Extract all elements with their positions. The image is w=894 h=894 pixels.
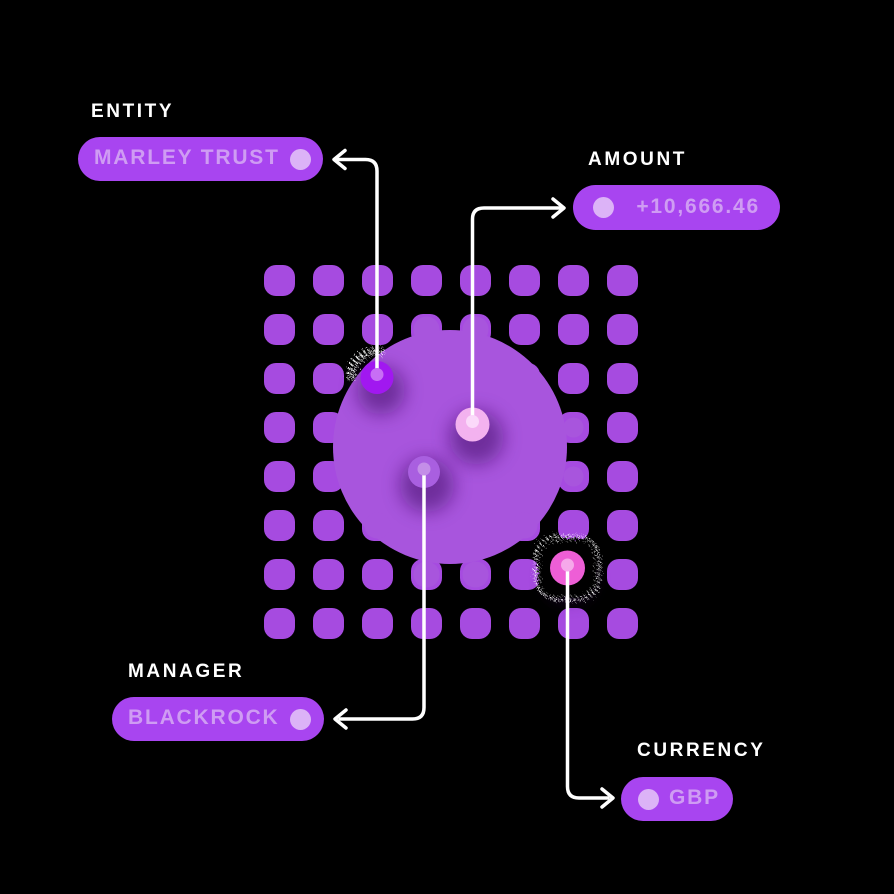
grid-dot [313, 608, 344, 639]
manager-pill-dot-icon [289, 708, 311, 730]
manager-connector-line [338, 467, 426, 721]
grid-dot [264, 461, 295, 492]
blob-bump [563, 417, 584, 438]
blob-bump [462, 561, 489, 588]
amount-pill-dot-icon [593, 197, 614, 218]
grid-dot [607, 265, 638, 296]
amount-pill[interactable]: +10,666.46 [573, 185, 780, 230]
currency-halo-speckle-ring [539, 540, 596, 597]
blob-bump [511, 512, 538, 539]
blob-bump [413, 316, 440, 343]
grid-dot [558, 314, 589, 345]
amount-label: AMOUNT [588, 149, 687, 170]
currency-connector-line [565, 563, 610, 800]
grid-dot [509, 314, 540, 345]
grid-dot [264, 559, 295, 590]
grid-dot [607, 608, 638, 639]
grid-dot [411, 608, 442, 639]
grid-dot [264, 314, 295, 345]
currency-marker-inner-dot [561, 558, 574, 572]
currency-value: GBP [669, 786, 720, 809]
currency-pill-dot-icon [638, 788, 659, 810]
manager-marker-inner-dot [417, 462, 431, 476]
grid-dot [558, 608, 589, 639]
grid-dot [558, 510, 589, 541]
grid-dot [607, 461, 638, 492]
grid-dot [313, 363, 344, 394]
entity-pill[interactable]: MARLEY TRUST [78, 137, 323, 181]
grid-dot [460, 265, 491, 296]
grid-dot [607, 363, 638, 394]
currency-label: CURRENCY [637, 740, 766, 761]
grid-dot [264, 608, 295, 639]
grid-dot [313, 314, 344, 345]
amount-marker-inner-dot [466, 415, 479, 428]
manager-label: MANAGER [128, 661, 245, 682]
manager-pill[interactable]: BLACKROCK [112, 697, 324, 741]
grid-dot [264, 510, 295, 541]
grid-dot [509, 608, 540, 639]
grid-dot [264, 265, 295, 296]
entity-halo-speckle-arc [352, 352, 384, 379]
grid-dot [264, 363, 295, 394]
grid-dot [558, 363, 589, 394]
blob-bump [413, 561, 440, 588]
grid-dot [362, 608, 393, 639]
grid-dot [607, 559, 638, 590]
grid-dot [313, 510, 344, 541]
amount-arrowhead-icon [551, 197, 566, 219]
grid-dot [313, 265, 344, 296]
grid-dot [313, 559, 344, 590]
grid-dot [362, 559, 393, 590]
grid-dot [607, 412, 638, 443]
grid-dot [607, 510, 638, 541]
entity-connector-line [336, 157, 379, 376]
entity-pill-dot-icon [289, 148, 311, 170]
blob-bump [563, 466, 584, 487]
manager-value: BLACKROCK [128, 706, 280, 729]
entity-value: MARLEY TRUST [94, 146, 280, 169]
currency-arrowhead-icon [600, 787, 615, 809]
entity-label: ENTITY [91, 101, 175, 122]
blob-bump [364, 512, 391, 539]
entity-arrowhead-icon [332, 148, 347, 171]
manager-arrowhead-icon [333, 708, 348, 730]
grid-dot [509, 559, 540, 590]
grid-dot [558, 265, 589, 296]
entity-marker-inner-dot [370, 368, 384, 381]
grid-dot [607, 314, 638, 345]
grid-dot [509, 265, 540, 296]
blob-bump [462, 316, 489, 343]
grid-dot [411, 265, 442, 296]
grid-dot [264, 412, 295, 443]
grid-dot [460, 608, 491, 639]
amount-value: +10,666.46 [636, 194, 760, 218]
amount-connector-line [470, 206, 563, 424]
currency-pill[interactable]: GBP [621, 777, 733, 821]
